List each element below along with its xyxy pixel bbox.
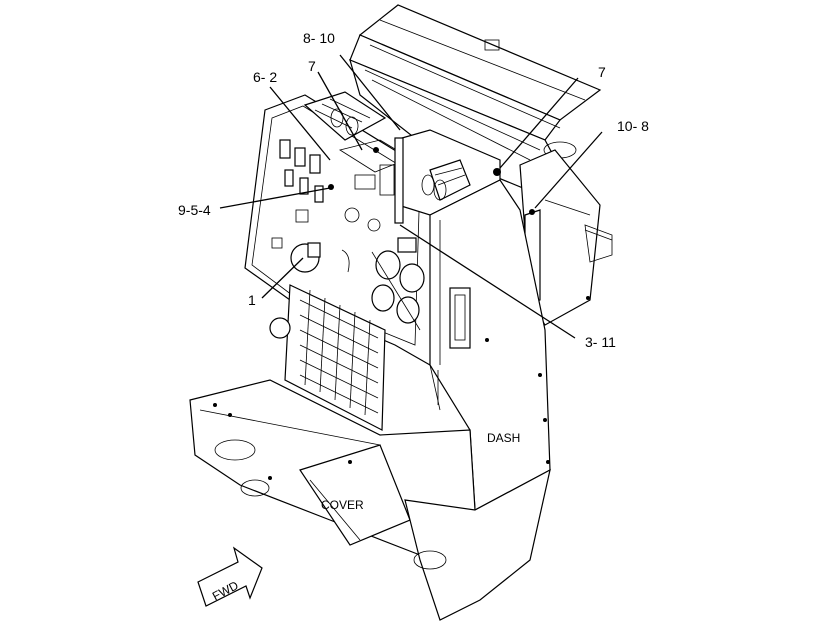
- dash-tag: DASH: [487, 431, 520, 445]
- callout-labels: 8- 10 7 6- 2 7 10- 8 9-5-4 1 3- 11: [178, 30, 649, 350]
- center-console: [328, 129, 501, 224]
- callout-8-10: 8- 10: [303, 30, 335, 46]
- callout-6-2: 6- 2: [253, 69, 277, 85]
- lower-grille: [189, 284, 551, 621]
- callout-7-left: 7: [308, 58, 316, 74]
- callout-10-8: 10- 8: [617, 118, 649, 134]
- cover-tag: COVER: [321, 498, 364, 512]
- roof-shroud: [349, 4, 602, 196]
- callout-3-11: 3- 11: [585, 334, 616, 350]
- callout-9-5-4: 9-5-4: [178, 202, 211, 218]
- fwd-arrow: FWD: [197, 546, 263, 607]
- callout-1: 1: [248, 292, 256, 308]
- callout-7-right: 7: [598, 64, 606, 80]
- leader-lines: [219, 54, 603, 339]
